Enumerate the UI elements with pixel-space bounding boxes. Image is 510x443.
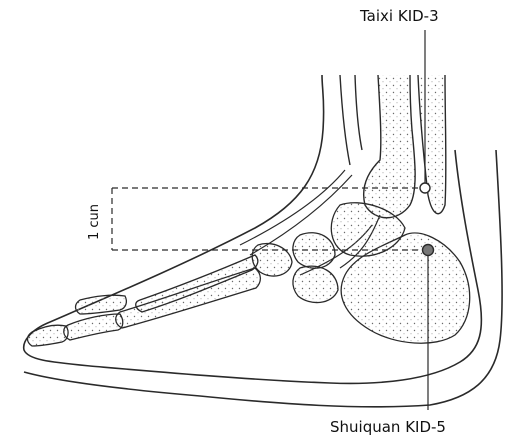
leg-bones bbox=[340, 75, 446, 218]
metatarsal-1 bbox=[116, 268, 261, 328]
toe-phalanx-3 bbox=[76, 295, 127, 314]
cuboid bbox=[293, 266, 338, 302]
toe-phalanx-1 bbox=[64, 314, 123, 340]
taixi-point-marker bbox=[420, 183, 430, 193]
cun-measure-label: 1 cun bbox=[88, 204, 101, 240]
shuiquan-point-marker bbox=[423, 245, 434, 256]
tibia bbox=[364, 75, 415, 218]
shuiquan-label: Shuiquan KID-5 bbox=[330, 420, 446, 435]
toe-phalanx-2 bbox=[28, 325, 69, 346]
taixi-label: Taixi KID-3 bbox=[360, 9, 439, 24]
